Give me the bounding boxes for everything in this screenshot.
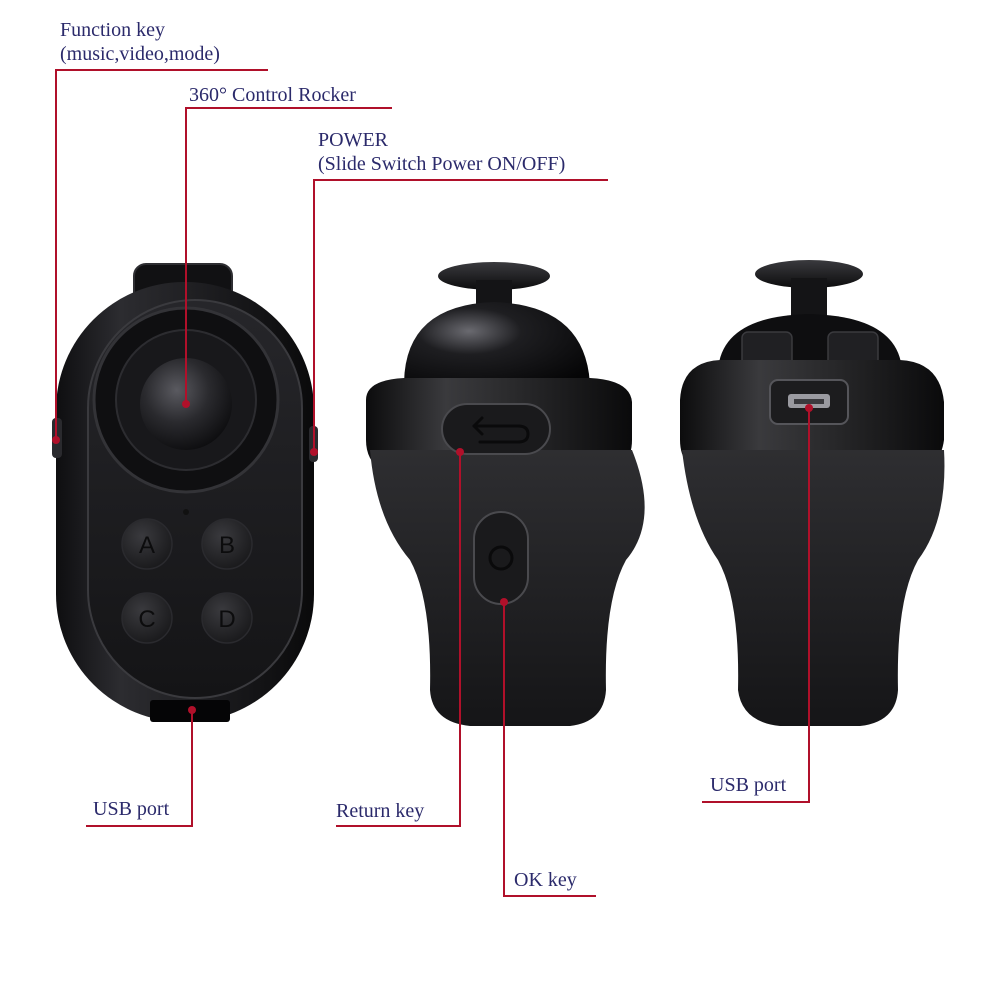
ok-key-center-icon <box>488 545 514 571</box>
button-d-label: D <box>218 606 235 633</box>
rocker-cap-back <box>755 260 863 288</box>
button-c-label: C <box>138 606 155 633</box>
label-function-key-detail: (music,video,mode) <box>60 43 220 65</box>
label-function-key: Function key <box>60 19 165 41</box>
label-power-detail: (Slide Switch Power ON/OFF) <box>318 153 566 175</box>
button-a-label: A <box>139 532 155 559</box>
callout-lines <box>52 69 813 897</box>
label-control-rocker: 360° Control Rocker <box>189 84 356 106</box>
callout-function-key <box>55 69 268 440</box>
callout-rocker <box>185 107 392 404</box>
label-usb-port-left: USB port <box>93 798 170 820</box>
return-arrow-icon <box>472 416 530 444</box>
controller-back-view <box>680 260 945 726</box>
callout-usb-left <box>86 710 193 827</box>
indicator-led <box>183 509 189 515</box>
button-b[interactable]: B <box>201 518 253 570</box>
controller-side-view <box>366 262 645 726</box>
callout-ok-key <box>503 602 596 897</box>
button-b-label: B <box>219 532 235 559</box>
label-ok-key: OK key <box>514 869 577 891</box>
label-usb-port-right: USB port <box>710 774 787 796</box>
rocker-dome <box>404 302 590 385</box>
button-c[interactable]: C <box>121 592 173 644</box>
return-key[interactable] <box>441 403 551 455</box>
rocker-cap <box>438 262 550 290</box>
ok-key[interactable] <box>473 511 529 605</box>
back-lower-body <box>682 450 945 726</box>
callout-return-key <box>336 452 461 827</box>
button-d[interactable]: D <box>201 592 253 644</box>
label-power: POWER <box>318 129 388 151</box>
callout-usb-right <box>702 408 810 803</box>
button-a[interactable]: A <box>121 518 173 570</box>
callout-power <box>313 179 608 452</box>
label-return-key: Return key <box>336 800 425 822</box>
